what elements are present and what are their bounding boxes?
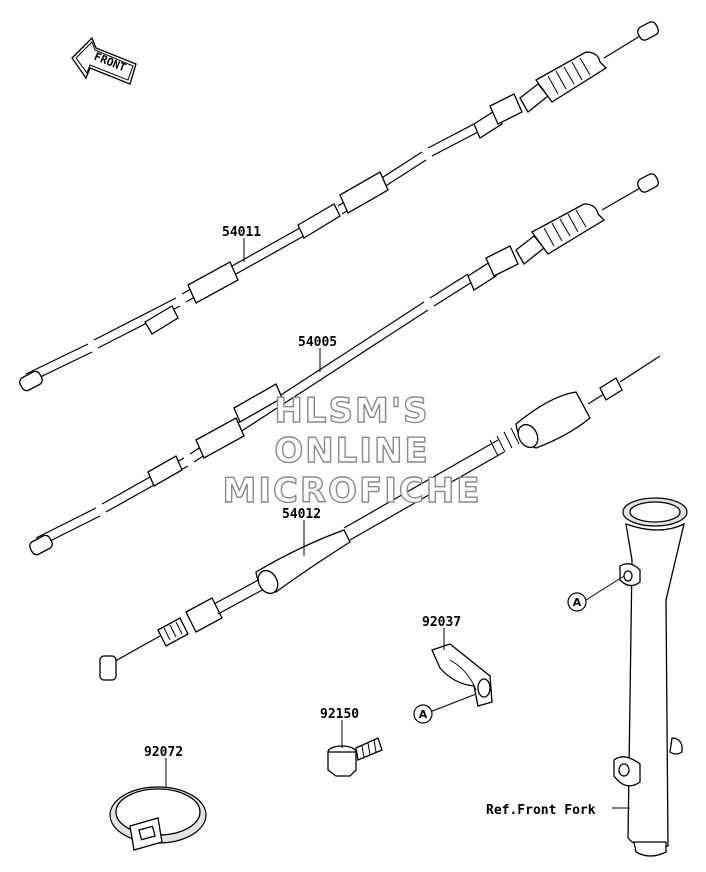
cable-54012 [99, 355, 661, 681]
part-label-54005: 54005 [298, 335, 337, 350]
watermark-line-3: MICROFICHE [222, 471, 481, 511]
leader-lines [165, 238, 630, 809]
part-label-54012: 54012 [282, 507, 321, 522]
front-arrow-icon: FRONT [71, 36, 137, 85]
bolt-92150 [327, 737, 383, 777]
reference-mark-a-label: A [419, 708, 428, 721]
cable-clamp-92037 [431, 643, 493, 707]
band-clamp-92072 [109, 786, 207, 851]
front-fork-reference [613, 497, 688, 857]
cable-54011 [19, 21, 660, 392]
part-label-54011: 54011 [222, 225, 261, 240]
reference-mark-a-label: A [573, 596, 582, 609]
part-label-92037: 92037 [422, 615, 461, 630]
part-label-92072: 92072 [144, 745, 183, 760]
reference-mark-a-fork: A [567, 592, 587, 612]
reference-mark-a-clamp: A [413, 704, 433, 724]
cable-54005 [29, 173, 660, 556]
ref-front-fork-label: Ref.Front Fork [486, 803, 596, 818]
watermark-line-2: ONLINE [274, 431, 429, 471]
part-label-92150: 92150 [320, 707, 359, 722]
watermark-line-1: HLSM'S [274, 391, 429, 431]
watermark: HLSM'S ONLINE MICROFICHE [222, 390, 481, 511]
